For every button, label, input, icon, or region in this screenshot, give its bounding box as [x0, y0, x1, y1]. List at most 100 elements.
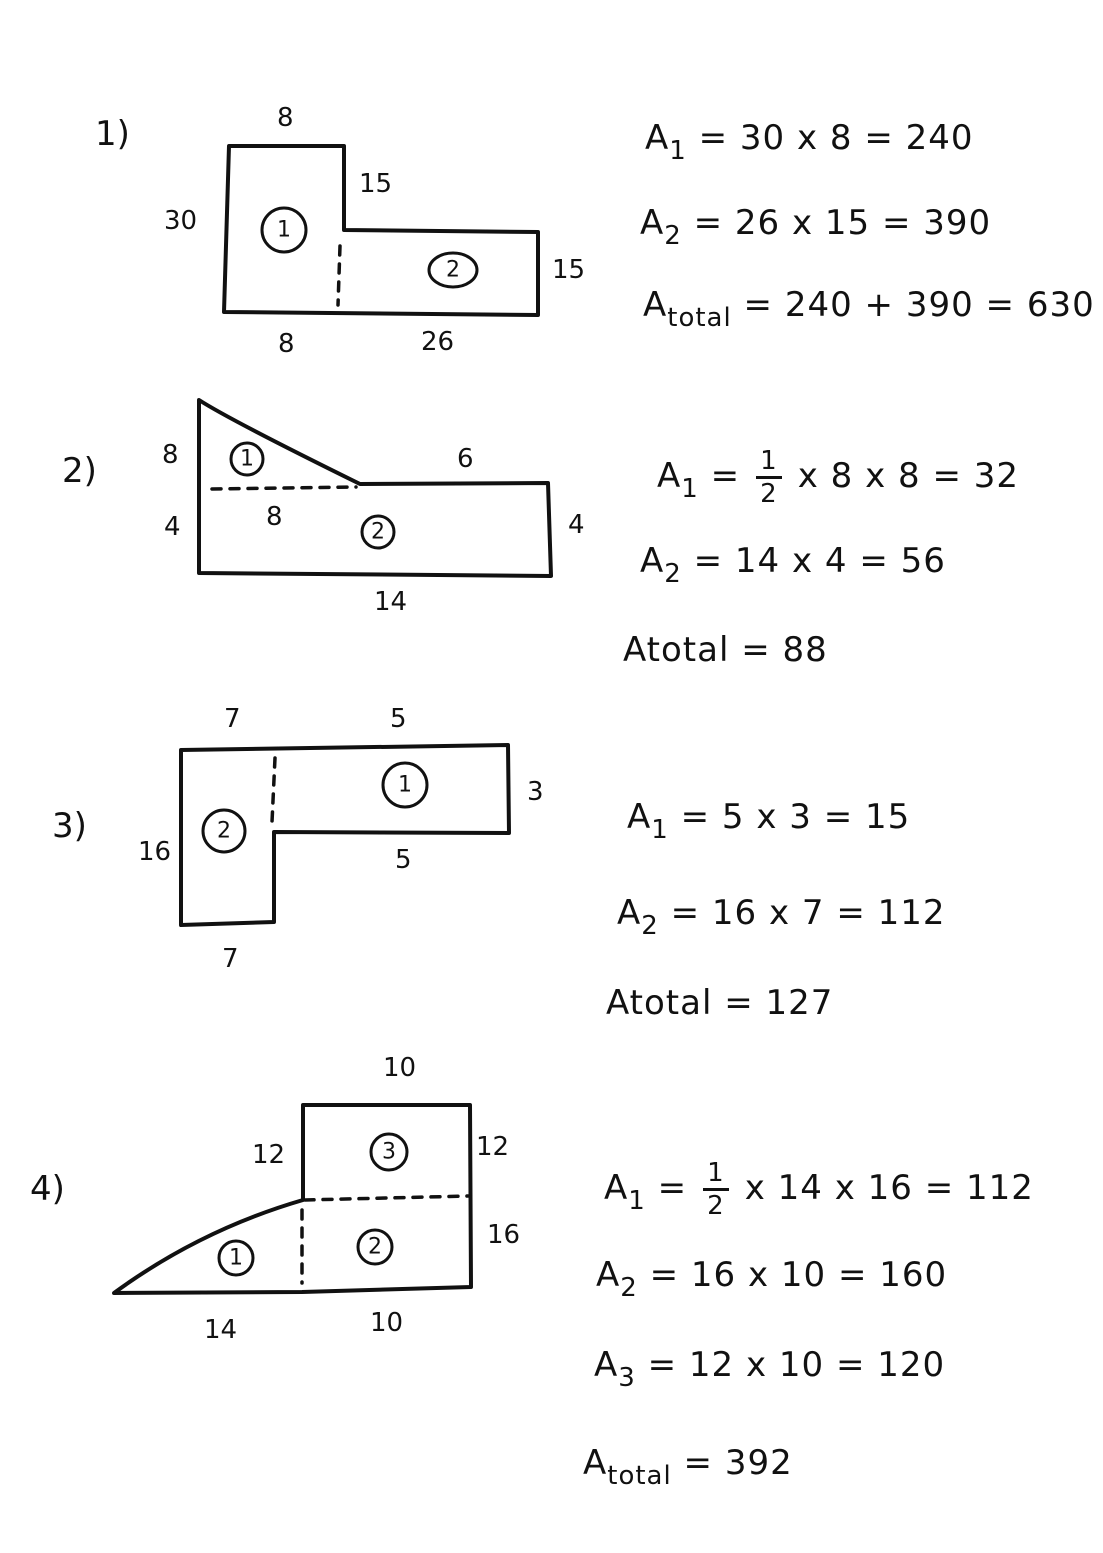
dim-top: 8 [277, 103, 294, 133]
dim-right-top: 12 [476, 1132, 509, 1162]
region-label: 2 [217, 819, 231, 844]
equation-rhs: = 26 x 15 = 390 [693, 203, 992, 243]
dim-dashed: 8 [266, 502, 283, 532]
equation-rhs: = 12 x 10 = 120 [647, 1345, 946, 1385]
fraction-denominator: 2 [760, 479, 778, 509]
dim-right-bottom: 16 [487, 1220, 520, 1250]
dim-bottom-right: 10 [370, 1308, 403, 1338]
region-marker-1 [229, 441, 265, 477]
region-label: 2 [371, 520, 385, 545]
equation-lhs: A [643, 285, 668, 325]
region-label: 2 [368, 1235, 382, 1260]
equation-lhs: A [604, 1168, 629, 1208]
equation-lhs: A [596, 1255, 621, 1295]
equation-area-2: A2 = 16 x 7 = 112 [617, 893, 946, 941]
equation-lhs: Atotal [606, 983, 713, 1023]
equation-lhs: A [657, 456, 682, 496]
fraction-denominator: 2 [707, 1191, 725, 1221]
region-marker-3 [369, 1132, 409, 1172]
dim-bottom-left: 8 [278, 329, 295, 359]
equation-subscript: 2 [664, 559, 682, 589]
region-label: 1 [277, 218, 291, 243]
dim-left: 12 [252, 1140, 285, 1170]
equation-rhs: = 5 x 3 = 15 [680, 797, 911, 837]
equation-subscript: 1 [651, 815, 669, 845]
equation-lhs: A [640, 541, 665, 581]
dim-step: 15 [359, 169, 392, 199]
dim-right: 3 [527, 777, 544, 807]
divider-line [270, 756, 277, 824]
dim-bottom-left: 14 [204, 1315, 237, 1345]
equation-rhs: = 392 [683, 1443, 793, 1483]
region-label: 1 [229, 1246, 243, 1271]
equation-rhs: = 16 x 7 = 112 [670, 893, 946, 933]
divider-line-horizontal [303, 1194, 470, 1202]
equation-lhs: A [627, 797, 652, 837]
composite-shape-outline [197, 398, 553, 578]
equation-rhs: = 127 [724, 983, 834, 1023]
fraction-numerator: 1 [707, 1158, 725, 1188]
equation-subscript: 2 [620, 1273, 638, 1303]
equation-area-total: Atotal = 240 + 390 = 630 [643, 285, 1095, 333]
region-label: 2 [446, 258, 460, 283]
dim-left: 16 [138, 837, 171, 867]
dim-left-top: 8 [162, 440, 179, 470]
divider-line [210, 485, 358, 491]
region-marker-1 [260, 206, 308, 254]
divider-line [336, 244, 342, 307]
problem-4-figure: 4) 10 12 12 16 14 10 1 2 3 [30, 1053, 520, 1345]
equation-lhs: Atotal [623, 630, 730, 670]
dim-bottom-right: 26 [421, 327, 454, 357]
dim-top-right: 5 [390, 704, 407, 734]
equation-subscript: 2 [664, 221, 682, 251]
dim-right: 4 [568, 510, 585, 540]
equation-rhs: x 14 x 16 = 112 [744, 1168, 1034, 1208]
composite-shape-outline [112, 1103, 473, 1295]
region-marker-1 [217, 1239, 255, 1277]
equation-lhs: A [617, 893, 642, 933]
equation-lhs: A [583, 1443, 608, 1483]
region-marker-2 [427, 251, 479, 289]
equation-subscript: 1 [669, 136, 687, 166]
equation-rhs: = 14 x 4 = 56 [693, 541, 946, 581]
problem-1-number: 1) [95, 114, 130, 154]
dim-top: 10 [383, 1053, 416, 1083]
dim-top-left: 7 [224, 704, 241, 734]
equation-lhs: A [645, 118, 670, 158]
dim-left: 30 [164, 206, 197, 236]
equation-subscript: 1 [681, 474, 699, 504]
problem-3-figure: 3) 7 5 3 16 5 7 1 2 [52, 704, 544, 974]
equation-rhs: = 30 x 8 = 240 [698, 118, 974, 158]
equation-subscript: 1 [628, 1186, 646, 1216]
dim-top-right: 6 [457, 444, 474, 474]
fraction-numerator: 1 [760, 446, 778, 476]
equation-rhs: = 240 + 390 = 630 [743, 285, 1095, 325]
region-label: 1 [240, 447, 254, 472]
region-label: 3 [382, 1140, 396, 1165]
equation-area-total: Atotal = 88 [623, 630, 828, 670]
equation-lhs: A [594, 1345, 619, 1385]
equation-area-1: A1 = 5 x 3 = 15 [627, 797, 911, 845]
region-marker-2 [360, 514, 396, 550]
problem-4-number: 4) [30, 1169, 65, 1209]
equation-equals: = [657, 1168, 688, 1208]
equation-area-total: Atotal = 127 [606, 983, 833, 1023]
equation-rhs: = 16 x 10 = 160 [649, 1255, 948, 1295]
dim-bottom: 14 [374, 587, 407, 617]
equation-subscript: 3 [618, 1363, 636, 1393]
region-marker-1 [381, 761, 429, 809]
equation-area-2: A2 = 26 x 15 = 390 [640, 203, 992, 251]
equation-equals: = [710, 456, 741, 496]
dim-step-bottom: 5 [395, 845, 412, 875]
problem-1-figure: 1) 8 15 30 15 8 26 1 2 [95, 103, 585, 359]
problem-2-number: 2) [62, 451, 97, 491]
equation-area-total: Atotal = 392 [583, 1443, 793, 1491]
problem-3-number: 3) [52, 806, 87, 846]
region-marker-2 [356, 1228, 394, 1266]
region-label: 1 [398, 773, 412, 798]
